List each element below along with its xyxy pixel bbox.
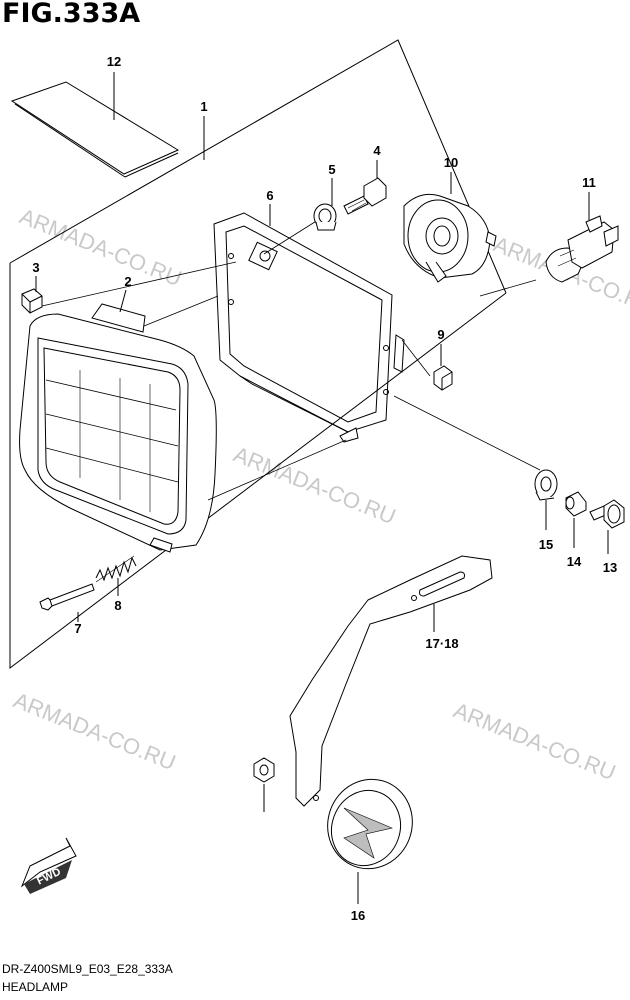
long-bolt-part (39, 583, 95, 611)
callout-10: 10 (444, 155, 458, 170)
callout-6: 6 (266, 188, 273, 203)
callout-16: 16 (351, 908, 365, 923)
callout-2: 2 (124, 274, 131, 289)
headlamp-frame-part (213, 212, 405, 443)
collar-part (565, 491, 587, 517)
nut-part-9 (433, 365, 453, 391)
reflector-part (327, 778, 413, 870)
fwd-arrow-icon: FWD (20, 837, 77, 894)
watermark-1: ARMADA-CO.RU (16, 203, 185, 291)
bolt-part-4 (343, 177, 387, 215)
grommet-part (313, 203, 337, 231)
headlamp-unit-part (19, 303, 217, 553)
callout-12: 12 (107, 54, 121, 69)
callout-9: 9 (437, 327, 444, 342)
socket-cover-part (403, 193, 497, 283)
callout-14: 14 (567, 554, 582, 569)
nut-part-19 (253, 757, 275, 783)
callout-leaders (35, 72, 609, 904)
clip-part (21, 288, 43, 314)
explode-lines (41, 219, 541, 501)
callout-11: 11 (582, 175, 596, 190)
callout-5: 5 (328, 162, 335, 177)
callout-4: 4 (373, 143, 381, 158)
callout-1: 1 (200, 99, 207, 114)
watermark-4: ARMADA-CO.RU (10, 687, 179, 775)
callout-3: 3 (32, 260, 39, 275)
figure-code: DR-Z400SML9_E03_E28_333A (2, 962, 173, 976)
callout-7: 7 (74, 621, 81, 636)
callout-8: 8 (114, 598, 121, 613)
figure-title: FIG.333A (2, 0, 141, 29)
callout-15: 15 (539, 537, 553, 552)
callout-13: 13 (603, 560, 617, 575)
grommet-part-15 (534, 469, 558, 501)
callout-17-18: 17·18 (425, 636, 458, 651)
label-sticker-part (10, 81, 180, 178)
callout-numbers: 12 1 3 2 4 5 6 10 11 9 15 14 13 7 8 17·1… (32, 54, 617, 923)
halogen-bulb-part (545, 215, 619, 283)
figure-name: HEADLAMP (2, 980, 69, 994)
bolt-part-13 (589, 499, 625, 529)
watermark-5: ARMADA-CO.RU (450, 697, 619, 785)
spring-part (95, 555, 137, 583)
bracket-part (289, 555, 493, 807)
watermark-3: ARMADA-CO.RU (230, 441, 399, 529)
